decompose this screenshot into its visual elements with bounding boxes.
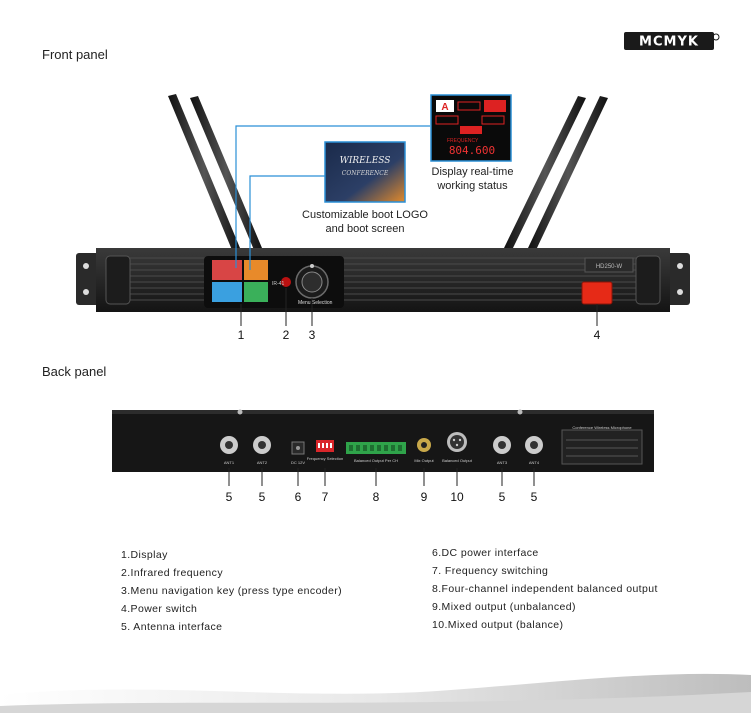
menu-knob-label: Menu Selection [298,300,333,306]
legend-item: 8.Four-channel independent balanced outp… [432,583,658,595]
legend-item: 2.Infrared frequency [121,567,223,579]
power-switch[interactable] [581,281,613,305]
antenna-connector-3 [493,436,511,454]
antenna-left-2 [190,96,262,250]
front-number-3: 3 [308,328,316,342]
back-number-7: 7 [321,490,329,504]
dc-label: DC 12V [291,460,305,465]
front-panel-illustration: IR-41 Menu Selection HD250-W WIRELESS CO… [76,94,690,326]
legend-right: 6.DC power interface 7. Frequency switch… [432,544,658,634]
freq-label: Frequency Selection [307,456,343,461]
boot-line2: CONFERENCE [342,170,389,177]
back-panel-illustration: ANT1 ANT2 ANT3 ANT4 DC 12V Frequency Sel… [112,409,654,486]
ant4-label: ANT4 [529,460,540,465]
back-number-5d: 5 [530,490,538,504]
legend-item: 5. Antenna interface [121,621,223,633]
balanced-per-ch-label: Balanced Output Per CH [354,458,398,463]
legend-item: 6.DC power interface [432,547,539,559]
back-number-5c: 5 [498,490,506,504]
dc-power-jack [291,441,305,455]
mix-label: Mix Output [414,458,434,463]
legend-item: 10.Mixed output (balance) [432,619,564,631]
front-leader-lines [240,288,598,326]
ant3-label: ANT3 [497,460,508,465]
front-number-2: 2 [282,328,290,342]
back-number-9: 9 [420,490,428,504]
balanced-label: Balanced Output [442,458,473,463]
legend-item: 7. Frequency switching [432,565,549,577]
ir-label: IR-41 [272,281,284,287]
mix-output-jack [417,438,431,452]
menu-knob[interactable] [295,265,329,299]
ir-sensor-window [281,277,291,287]
antenna-connector-2 [253,436,271,454]
back-leader-lines [228,468,535,486]
legend-item: 1.Display [121,549,168,561]
back-number-8: 8 [372,490,380,504]
legend-item: 3.Menu navigation key (press type encode… [121,585,343,597]
ant2-label: ANT2 [257,460,268,465]
boot-screen-preview: WIRELESS CONFERENCE [324,141,406,203]
status-screen-preview: A FREQUENCY 804.600 [430,94,512,162]
back-number-10: 10 [450,490,464,504]
front-number-4: 4 [593,328,601,342]
back-label-plate [561,429,643,465]
back-number-6: 6 [294,490,302,504]
status-caption: Display real-time working status [431,166,514,192]
legend-left: 1.Display 2.Infrared frequency 3.Menu na… [121,546,342,636]
xlr-output [447,432,467,452]
boot-logo-caption: Customizable boot LOGO and boot screen [302,209,428,235]
boot-line1: WIRELESS [340,156,391,166]
back-brand-line: Conference Wireless Microphone [572,425,632,430]
antenna-right-2 [528,96,608,250]
status-channel: A [441,102,448,113]
antenna-connector-4 [525,436,543,454]
balanced-terminal-block [346,442,406,454]
callout-lines [235,125,430,270]
antenna-right-1 [504,96,586,250]
ant1-label: ANT1 [224,460,235,465]
front-panel-title: Front panel [42,47,108,62]
back-number-5b: 5 [258,490,266,504]
legend-item: 4.Power switch [121,603,198,615]
model-label: HD250-W [596,264,623,270]
brand-logo-text: MCMYK [639,35,699,50]
back-number-5a: 5 [225,490,233,504]
footer-wave-decoration [0,673,751,713]
front-number-1: 1 [237,328,245,342]
antenna-connector-1 [220,436,238,454]
back-panel-title: Back panel [42,364,107,379]
frequency-dip-switch [316,440,334,452]
legend-item: 9.Mixed output (unbalanced) [432,601,576,613]
status-freq-label: FREQUENCY [447,138,479,144]
antenna-left-1 [168,94,240,250]
front-lcd-display [212,260,268,302]
status-freq-value: 804.600 [449,144,495,157]
brand-logo: MCMYK [624,32,720,50]
